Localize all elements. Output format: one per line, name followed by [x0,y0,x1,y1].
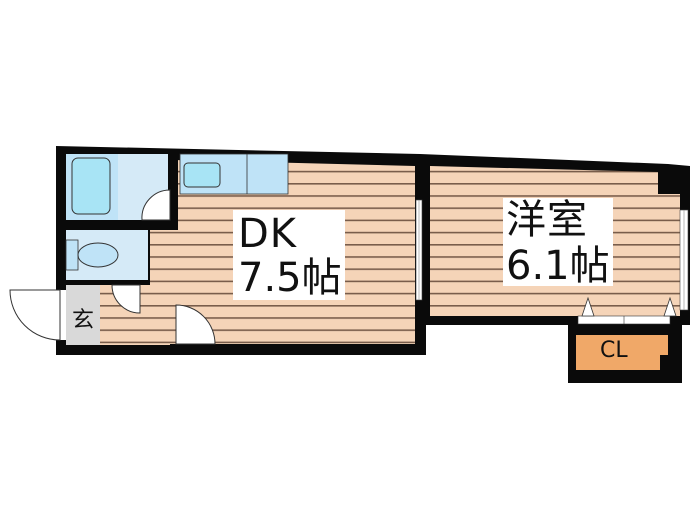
entrance-label: 玄 [72,308,95,333]
toilet-icon [77,242,119,268]
entrance-door-icon [9,289,61,341]
kitchen-counter [179,153,289,195]
bathtub-icon [71,157,111,215]
western-room-size: 6.1帖 [506,243,610,289]
sink-icon [183,162,221,188]
dk-label-box [233,210,345,300]
western-label-box [503,198,613,286]
western-room-title: 洋室 [506,197,588,243]
genkan [66,285,100,345]
closet-label: CL [600,338,628,363]
toilet-room [65,230,148,280]
doors [9,189,216,345]
bathroom [66,154,168,220]
dk-door-icon [175,304,216,345]
dk-room-title: DK [238,211,298,257]
closet [576,296,677,370]
dk-room-size: 7.5帖 [238,255,342,301]
sliding-doors [415,199,689,311]
toilet-door-icon [111,284,141,314]
bath-door-icon [141,189,171,221]
